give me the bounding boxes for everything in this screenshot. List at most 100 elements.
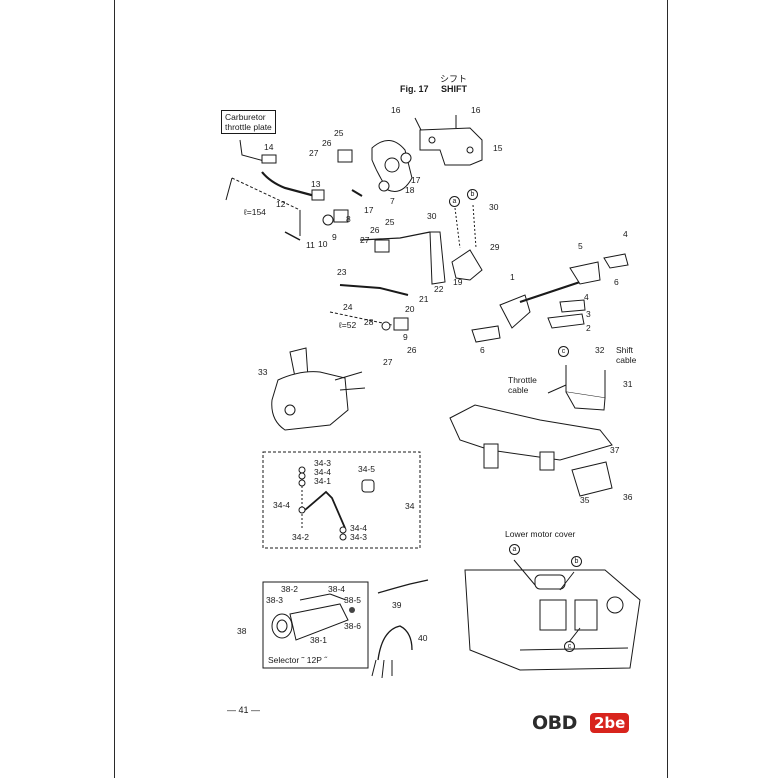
- part-label: 40: [418, 633, 428, 643]
- watermark-logo: OBD 2be: [532, 712, 632, 736]
- part-label: 34-2: [292, 532, 310, 542]
- cover-ref-c-circle: c: [564, 641, 575, 652]
- part-label: 34-5: [358, 464, 376, 474]
- cover-ref-a-circle: a: [509, 544, 520, 555]
- part-label: 17: [364, 205, 374, 215]
- lower-motor-cover-view: [464, 559, 641, 671]
- throttle-cam: [337, 140, 413, 197]
- part-label: 21: [419, 294, 429, 304]
- part-label: 27: [360, 235, 370, 245]
- logo-text-left: OBD: [532, 712, 577, 734]
- part-label: 18: [405, 185, 415, 195]
- figure-number: Fig. 17: [400, 84, 429, 94]
- part-label: 7: [390, 196, 395, 206]
- part-label: 31: [623, 379, 633, 389]
- shift-shaft: [471, 253, 629, 343]
- lower-motor-cover-label: Lower motor cover: [505, 529, 576, 539]
- remote-control-box: [271, 347, 366, 431]
- figure-title: SHIFT: [441, 84, 467, 94]
- throttle-rod-assembly: [225, 139, 349, 241]
- length-52-label: ℓ=52: [339, 320, 357, 330]
- part-label: 11: [306, 240, 315, 250]
- part-label: 34-4: [273, 500, 291, 510]
- part-label: 34-3: [350, 532, 368, 542]
- part-label: 4: [623, 229, 628, 239]
- part-label: 38-4: [328, 584, 346, 594]
- logo-text-right: 2be: [590, 713, 630, 733]
- ref-c-circle: c: [558, 346, 569, 357]
- part-label: 24: [343, 302, 353, 312]
- part-label: 22: [434, 284, 444, 294]
- cover-ref-b-circle: b: [571, 556, 582, 567]
- lower-frame: [449, 404, 613, 497]
- part-label: 34-1: [314, 476, 332, 486]
- kit-38-parts: [271, 593, 355, 641]
- part-label: 39: [392, 600, 402, 610]
- part-label: 35: [580, 495, 590, 505]
- part-label: 25: [334, 128, 344, 138]
- part-label: 8: [346, 214, 351, 224]
- part-label: 36: [623, 492, 633, 502]
- part-label: 32: [595, 345, 605, 355]
- carburetor-throttle-plate-label: Carburetor throttle plate: [221, 110, 276, 134]
- selector-label: Selector ˜ 12P ˝: [268, 655, 327, 665]
- part-label: 2: [586, 323, 591, 333]
- part-label: 4: [584, 292, 589, 302]
- harnesses: [371, 579, 429, 679]
- part-label: 38: [237, 626, 247, 636]
- length-154-label: ℓ=154: [244, 207, 266, 217]
- part-label: 14: [264, 142, 274, 152]
- part-label: 38-3: [266, 595, 284, 605]
- figure-title-japanese: シフト: [440, 74, 468, 84]
- part-label: 12: [276, 199, 286, 209]
- part-label: 5: [578, 241, 583, 251]
- part-label: 34-3: [314, 458, 332, 468]
- page-number: — 41 —: [227, 705, 261, 715]
- part-label: 6: [614, 277, 619, 287]
- part-label: 37: [610, 445, 620, 455]
- ref-a-circle: a: [449, 196, 460, 207]
- part-label: 1: [510, 272, 515, 282]
- part-label: 34-4: [314, 467, 332, 477]
- part-label: 15: [493, 143, 503, 153]
- part-label: 3: [586, 309, 591, 319]
- kit-34-parts: [298, 466, 375, 541]
- part-label: 26: [370, 225, 380, 235]
- part-label: 13: [311, 179, 321, 189]
- part-label: 29: [490, 242, 500, 252]
- part-label: 38-5: [344, 595, 362, 605]
- part-label: 6: [480, 345, 485, 355]
- part-label: 26: [407, 345, 417, 355]
- throttle-cable-label: Throttle cable: [508, 375, 537, 395]
- part-label: 9: [332, 232, 337, 242]
- part-label: 33: [258, 367, 268, 377]
- part-label: 20: [405, 304, 415, 314]
- part-label: 26: [322, 138, 332, 148]
- part-label: 16: [391, 105, 401, 115]
- shift-bracket: [400, 115, 483, 166]
- ref-b-circle: b: [467, 189, 478, 200]
- part-label: 25: [385, 217, 395, 227]
- shift-linkage: [329, 204, 483, 331]
- shift-cable-label: Shift cable: [616, 345, 637, 365]
- kit-38-box: [262, 581, 369, 669]
- cable-bracket: [547, 365, 606, 411]
- part-label: 9: [403, 332, 408, 342]
- part-label: 16: [471, 105, 481, 115]
- kit-34-box: [262, 451, 421, 549]
- part-label: 28: [364, 317, 374, 327]
- part-label: 30: [427, 211, 437, 221]
- part-label: 23: [337, 267, 347, 277]
- part-label: 38-2: [281, 584, 299, 594]
- part-label: 17: [411, 175, 421, 185]
- part-label: 34: [405, 501, 415, 511]
- part-label: 27: [383, 357, 393, 367]
- part-label: 30: [489, 202, 499, 212]
- part-label: 34-4: [350, 523, 368, 533]
- part-label: 38-6: [344, 621, 362, 631]
- part-label: 27: [309, 148, 319, 158]
- part-label: 19: [453, 277, 463, 287]
- part-label: 38-1: [310, 635, 328, 645]
- part-label: 10: [318, 239, 328, 249]
